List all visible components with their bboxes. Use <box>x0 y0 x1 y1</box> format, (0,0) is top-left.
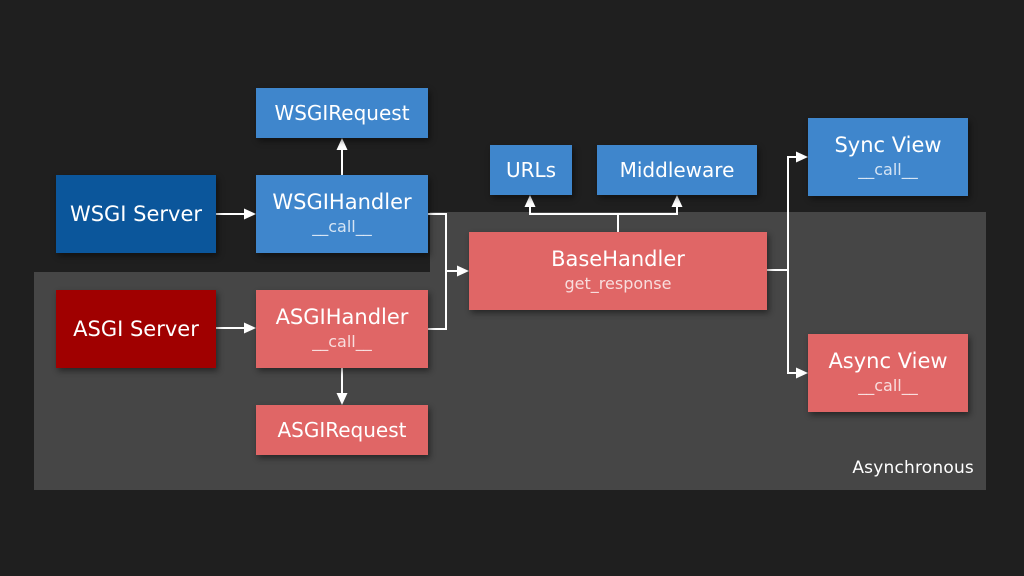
arrowhead <box>796 151 808 163</box>
sync-view-method: __call__ <box>858 160 918 180</box>
arrowhead <box>671 195 683 207</box>
middleware-node: Middleware <box>597 145 757 195</box>
arrowhead <box>336 138 348 150</box>
sync-view-title: Sync View <box>834 133 942 158</box>
asgi-handler-method: __call__ <box>312 332 372 352</box>
wsgi-server-title: WSGI Server <box>69 201 203 226</box>
asgi-server-title: ASGI Server <box>73 316 199 341</box>
wsgi-request-node: WSGIRequest <box>256 88 428 138</box>
middleware-title: Middleware <box>619 157 735 182</box>
urls-node: URLs <box>490 145 572 195</box>
asgi-request-node: ASGIRequest <box>256 405 428 455</box>
arrowhead <box>244 208 256 220</box>
asgi-request-title: ASGIRequest <box>277 417 407 442</box>
wsgi-server-node: WSGI Server <box>56 175 216 253</box>
async-view-method: __call__ <box>858 376 918 396</box>
arrowhead <box>524 195 536 207</box>
base-handler-title: BaseHandler <box>551 247 685 272</box>
wsgi-handler-title: WSGIHandler <box>272 190 412 215</box>
base-handler-node: BaseHandler get_response <box>469 232 767 310</box>
wsgi-request-title: WSGIRequest <box>274 100 410 125</box>
asgi-server-node: ASGI Server <box>56 290 216 368</box>
async-view-node: Async View __call__ <box>808 334 968 412</box>
asgi-handler-node: ASGIHandler __call__ <box>256 290 428 368</box>
wsgi-handler-method: __call__ <box>312 217 372 237</box>
async-view-title: Async View <box>828 349 948 374</box>
sync-view-node: Sync View __call__ <box>808 118 968 196</box>
urls-title: URLs <box>505 157 557 182</box>
wsgi-handler-node: WSGIHandler __call__ <box>256 175 428 253</box>
base-handler-method: get_response <box>564 274 672 294</box>
asgi-handler-title: ASGIHandler <box>275 305 409 330</box>
async-zone-label: Asynchronous <box>852 458 974 478</box>
